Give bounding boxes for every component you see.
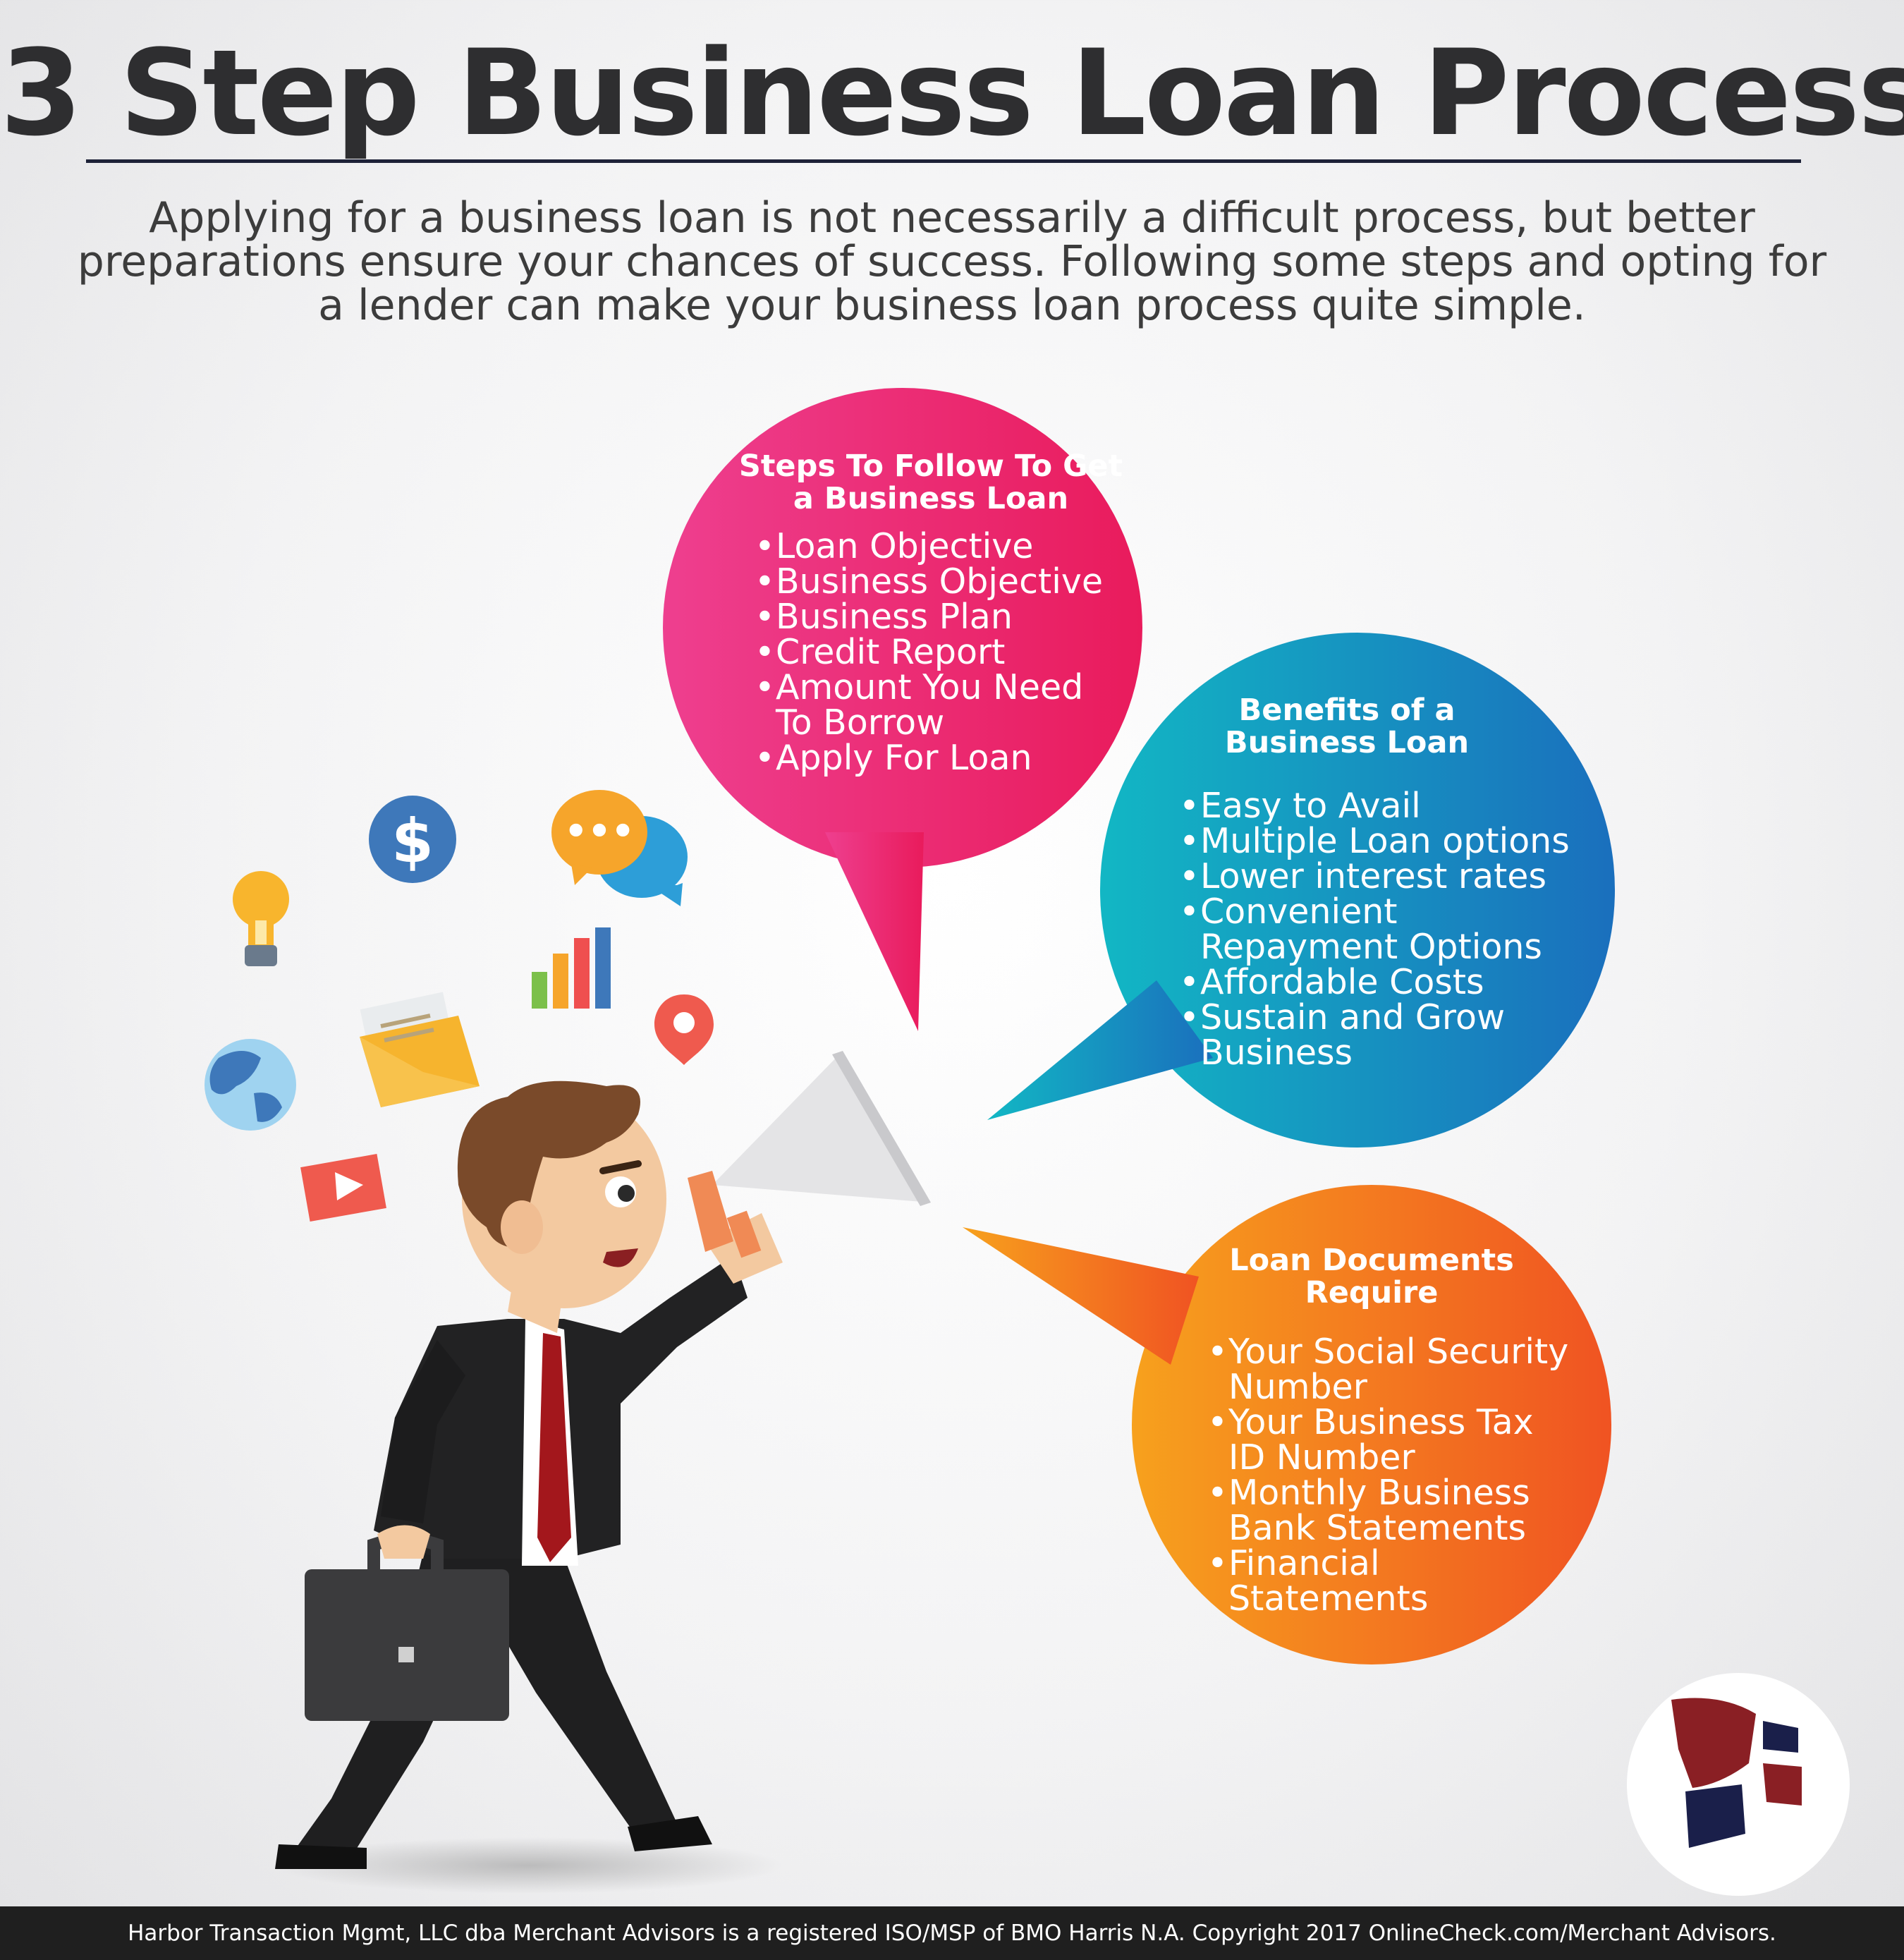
benefits-heading: Benefits of a Business Loan — [1224, 693, 1470, 760]
company-logo — [1627, 1673, 1850, 1896]
list-item: Convenient Repayment Options — [1178, 894, 1601, 965]
list-item: Multiple Loan options — [1178, 824, 1601, 860]
bar-chart-icon — [532, 927, 611, 1009]
list-item: Business Objective — [753, 564, 1128, 600]
footer-copyright: Harbor Transaction Mgmt, LLC dba Merchan… — [128, 1921, 1776, 1946]
list-item: Sustain and Grow Business — [1178, 1000, 1601, 1071]
documents-text: Loan Documents Require Your Social Secur… — [1206, 1244, 1573, 1617]
benefits-list: Easy to Avail Multiple Loan options Lowe… — [1178, 789, 1601, 1071]
list-item: Credit Report — [753, 635, 1128, 671]
intro-paragraph: Applying for a business loan is not nece… — [77, 193, 1827, 330]
steps-heading: Steps To Follow To Get a Business Loan — [738, 449, 1123, 516]
businessman-illustration — [275, 1051, 931, 1869]
footer-bar: Harbor Transaction Mgmt, LLC dba Merchan… — [0, 1906, 1904, 1960]
dollar-symbol: $ — [391, 806, 434, 877]
benefits-text: Benefits of a Business Loan Easy to Avai… — [1178, 694, 1601, 1071]
documents-heading: Loan Documents Require — [1229, 1243, 1514, 1310]
list-item: Loan Objective — [753, 529, 1128, 565]
list-item: Affordable Costs — [1178, 965, 1601, 1001]
dollar-icon: $ — [369, 796, 456, 883]
list-item: Easy to Avail — [1178, 789, 1601, 824]
documents-list: Your Social Security Number Your Busines… — [1206, 1334, 1573, 1617]
list-item: Monthly Business Bank Statements — [1206, 1475, 1573, 1546]
lightbulb-icon — [233, 871, 289, 966]
globe-icon — [205, 1039, 296, 1131]
list-item: Business Plan — [753, 599, 1128, 635]
list-item: Amount You Need To Borrow — [753, 670, 1128, 741]
video-play-icon — [300, 1154, 386, 1222]
steps-text: Steps To Follow To Get a Business Loan L… — [733, 450, 1128, 776]
location-pin-icon — [654, 994, 714, 1065]
list-item: Your Social Security Number — [1206, 1334, 1573, 1405]
list-item: Financial Statements — [1206, 1546, 1573, 1617]
chat-icon: ••• — [551, 790, 688, 906]
title-underline — [86, 159, 1801, 163]
list-item: Lower interest rates — [1178, 859, 1601, 895]
envelope-icon — [360, 992, 480, 1107]
steps-list: Loan Objective Business Objective Busine… — [753, 529, 1128, 777]
floor-shadow — [275, 1837, 783, 1894]
list-item: Your Business Tax ID Number — [1206, 1405, 1573, 1475]
chat-dots: ••• — [564, 810, 635, 853]
list-item: Apply For Loan — [753, 741, 1128, 777]
page-title: 3 Step Business Loan Process — [0, 24, 1904, 162]
